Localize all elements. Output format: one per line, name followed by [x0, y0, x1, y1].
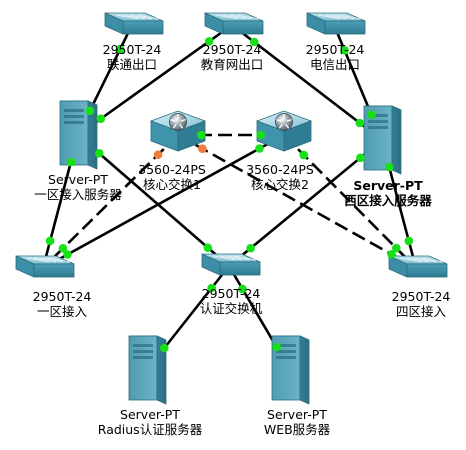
device-model: 3560-24PS: [138, 162, 206, 177]
port-link-light-up: [272, 342, 281, 352]
device-name: 联通出口: [106, 57, 157, 72]
device-model: 2950T-24: [201, 286, 261, 301]
device-model: 2950T-24: [391, 289, 451, 304]
device-model: 2950T-24: [32, 289, 92, 304]
device-name: 认证交换机: [199, 301, 263, 316]
port-link-light-up: [340, 46, 349, 55]
port-link-light-up: [58, 244, 68, 253]
port-link-light-up: [238, 284, 247, 294]
link-srv-zone1-sw-auth[interactable]: [77, 134, 230, 267]
port-link-light-up: [384, 162, 394, 172]
server-icon[interactable]: [271, 335, 310, 405]
port-link-light-up: [45, 236, 55, 246]
link-srv-zone4-sw-auth[interactable]: [228, 138, 383, 268]
device-model: Server-PT: [48, 172, 108, 187]
port-link-light-up: [246, 243, 255, 253]
multilayer-switch-icon[interactable]: [149, 110, 207, 152]
port-link-light-up: [367, 110, 376, 119]
device-name: 西区接入服务器: [344, 193, 432, 208]
switch-icon[interactable]: [204, 12, 264, 35]
link-core1-sw-zone4[interactable]: [177, 133, 417, 270]
device-name: 教育网出口: [200, 57, 264, 72]
port-link-light-down: [198, 144, 207, 153]
device-name: 一区接入: [36, 304, 87, 319]
device-name: 四区接入: [395, 304, 446, 319]
port-link-light-up: [256, 130, 266, 140]
device-name: 核心交换1: [143, 177, 201, 192]
device-name: 一区接入服务器: [34, 187, 122, 202]
device-model: Server-PT: [120, 407, 180, 422]
port-link-light-up: [392, 243, 401, 253]
port-link-light-up: [404, 236, 414, 246]
server-icon[interactable]: [128, 335, 167, 405]
device-model: 2950T-24: [305, 42, 365, 57]
device-model: 2950T-24: [102, 42, 162, 57]
port-link-light-up: [356, 153, 365, 163]
port-link-light-up: [249, 37, 259, 47]
port-link-light-up: [299, 150, 309, 160]
port-link-light-up: [255, 144, 264, 153]
switch-icon[interactable]: [15, 255, 75, 278]
switch-icon[interactable]: [388, 255, 448, 278]
port-link-light-up: [387, 250, 396, 259]
port-link-light-up: [355, 118, 365, 128]
server-icon[interactable]: [363, 105, 402, 175]
link-core2-sw-zone1[interactable]: [42, 133, 285, 270]
port-link-light-down: [153, 150, 163, 159]
port-link-light-up: [115, 44, 125, 54]
device-name: 电信出口: [309, 57, 360, 72]
device-name: WEB服务器: [263, 422, 331, 437]
port-link-light-up: [160, 343, 169, 353]
multilayer-switch-icon[interactable]: [255, 110, 313, 152]
device-name: Radius认证服务器: [97, 422, 203, 437]
port-link-light-up: [204, 37, 214, 46]
switch-icon[interactable]: [306, 12, 366, 35]
port-link-light-up: [85, 106, 95, 116]
device-model: Server-PT: [267, 407, 327, 422]
device-model: Server-PT: [353, 178, 423, 193]
port-link-light-up: [94, 149, 104, 158]
device-name: 核心交换2: [251, 177, 309, 192]
port-link-light-up: [63, 250, 72, 259]
port-link-light-up: [66, 157, 76, 167]
device-model: 2950T-24: [202, 42, 262, 57]
switch-icon[interactable]: [201, 253, 261, 276]
port-link-light-up: [207, 283, 216, 293]
device-model: 3560-24PS: [246, 162, 314, 177]
server-icon[interactable]: [59, 100, 98, 170]
port-link-light-up: [96, 114, 106, 123]
port-link-light-up: [203, 243, 213, 252]
switch-icon[interactable]: [104, 12, 164, 35]
port-link-light-up: [197, 130, 206, 140]
